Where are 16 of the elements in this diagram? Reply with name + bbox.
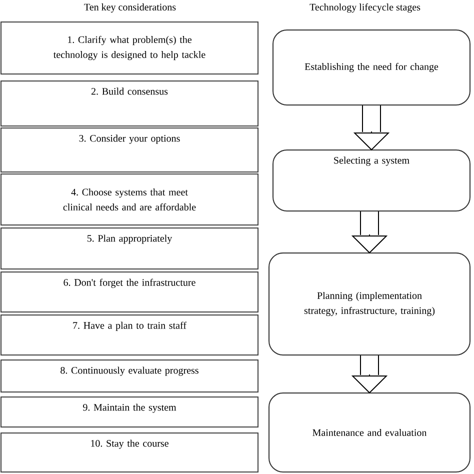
consideration-box: 2. Build consensus <box>0 80 258 126</box>
consideration-box: 3. Consider your options <box>0 128 258 172</box>
column-heading: Technology lifecycle stages <box>310 3 420 13</box>
consideration-box: 4. Choose systems that meet clinical needs and are affordable <box>0 174 258 226</box>
stage-box: Establishing the need for change <box>272 30 470 106</box>
column-heading: Ten key considerations <box>84 3 176 13</box>
consideration-box: 6. Don't forget the infrastructure <box>0 272 258 312</box>
stage-box: Selecting a system <box>272 150 470 212</box>
stage-box: Maintenance and evaluation <box>268 392 470 472</box>
consideration-box: 10. Stay the course <box>0 432 258 472</box>
stage-box: Planning (implementation strategy, infrastructure, training) <box>268 252 470 356</box>
consideration-box: 5. Plan appropriately <box>0 228 258 270</box>
consideration-box: 8. Continuously evaluate progress <box>0 360 258 392</box>
consideration-box: 1. Clarify what problem(s) the technology is designed to help tackle <box>0 22 258 74</box>
consideration-box: 9. Maintain the system <box>0 396 258 428</box>
consideration-box: 7. Have a plan to train staff <box>0 314 258 356</box>
